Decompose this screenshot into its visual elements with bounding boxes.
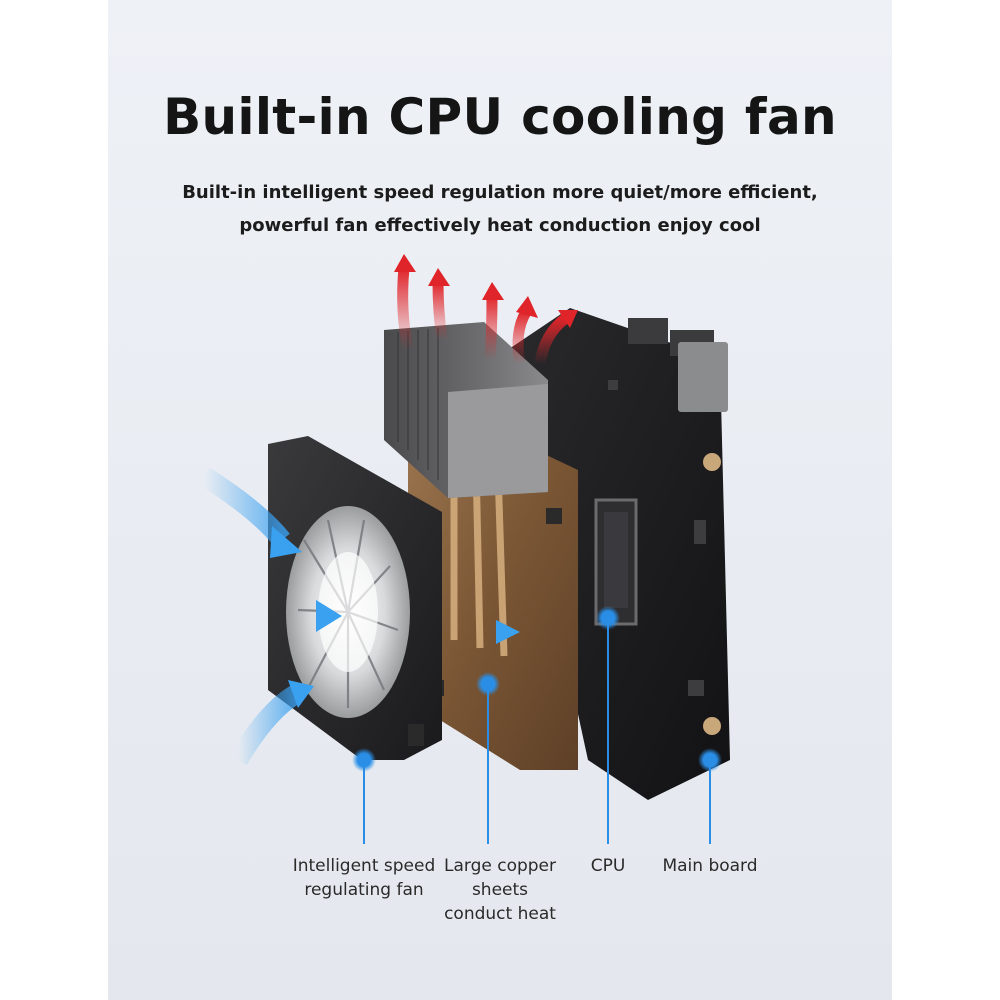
callout-fan-line-1: Intelligent speed <box>292 856 436 876</box>
callout-fan-line-2: regulating fan <box>304 880 424 900</box>
cool-air-arrow-icon <box>192 467 520 766</box>
page-subtitle: Built-in intelligent speed regulation mo… <box>108 176 892 242</box>
heatsink <box>384 322 548 498</box>
page-title: Built-in CPU cooling fan <box>163 88 837 146</box>
callout-copper-line-1: Large copper <box>443 856 556 876</box>
callout-fan: Intelligent speed regulating fan <box>264 854 464 902</box>
callout-dot-icon <box>352 606 722 844</box>
callout-copper: Large copper sheets conduct heat <box>418 854 582 926</box>
callout-copper-line-3: conduct heat <box>444 904 556 924</box>
subtitle-line-2: powerful fan effectively heat conduction… <box>239 215 761 236</box>
exploded-cooling-illustration <box>192 254 730 844</box>
callout-cpu-line-1: CPU <box>590 856 626 876</box>
subtitle-line-1: Built-in intelligent speed regulation mo… <box>182 182 818 203</box>
hot-air-arrow-icon <box>394 254 578 366</box>
callout-board: Main board <box>650 854 770 878</box>
callout-cpu: CPU <box>568 854 648 878</box>
product-panel: Built-in CPU cooling fan Built-in intell… <box>108 0 892 1000</box>
blower-fan <box>268 436 442 760</box>
callout-board-line-1: Main board <box>662 856 758 876</box>
callout-copper-line-2: sheets <box>471 880 529 900</box>
